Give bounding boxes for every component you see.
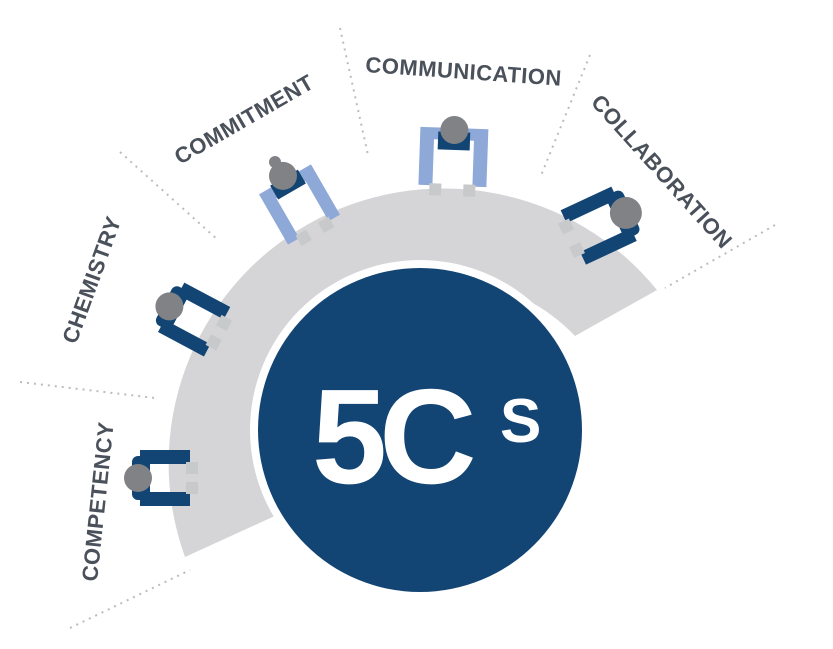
- person-chemistry-icon: [155, 282, 233, 357]
- label-commitment: COMMITMENT: [170, 69, 318, 169]
- five-cs-superscript: S: [500, 387, 541, 456]
- person-commitment-icon: [259, 156, 340, 246]
- label-competency: COMPETENCY: [77, 421, 119, 583]
- center-circle: [258, 268, 582, 592]
- label-communication: COMMUNICATION: [365, 52, 563, 91]
- person-collaboration-icon: [558, 186, 642, 265]
- label-collaboration: COLLABORATION: [586, 90, 737, 254]
- person-competency-icon: [124, 450, 198, 506]
- dotted-dividers: [19, 27, 776, 629]
- table-arc: [168, 188, 657, 558]
- five-cs-title: 5C: [312, 361, 473, 512]
- person-communication-icon: [418, 116, 489, 197]
- label-chemistry: CHEMISTRY: [57, 213, 126, 347]
